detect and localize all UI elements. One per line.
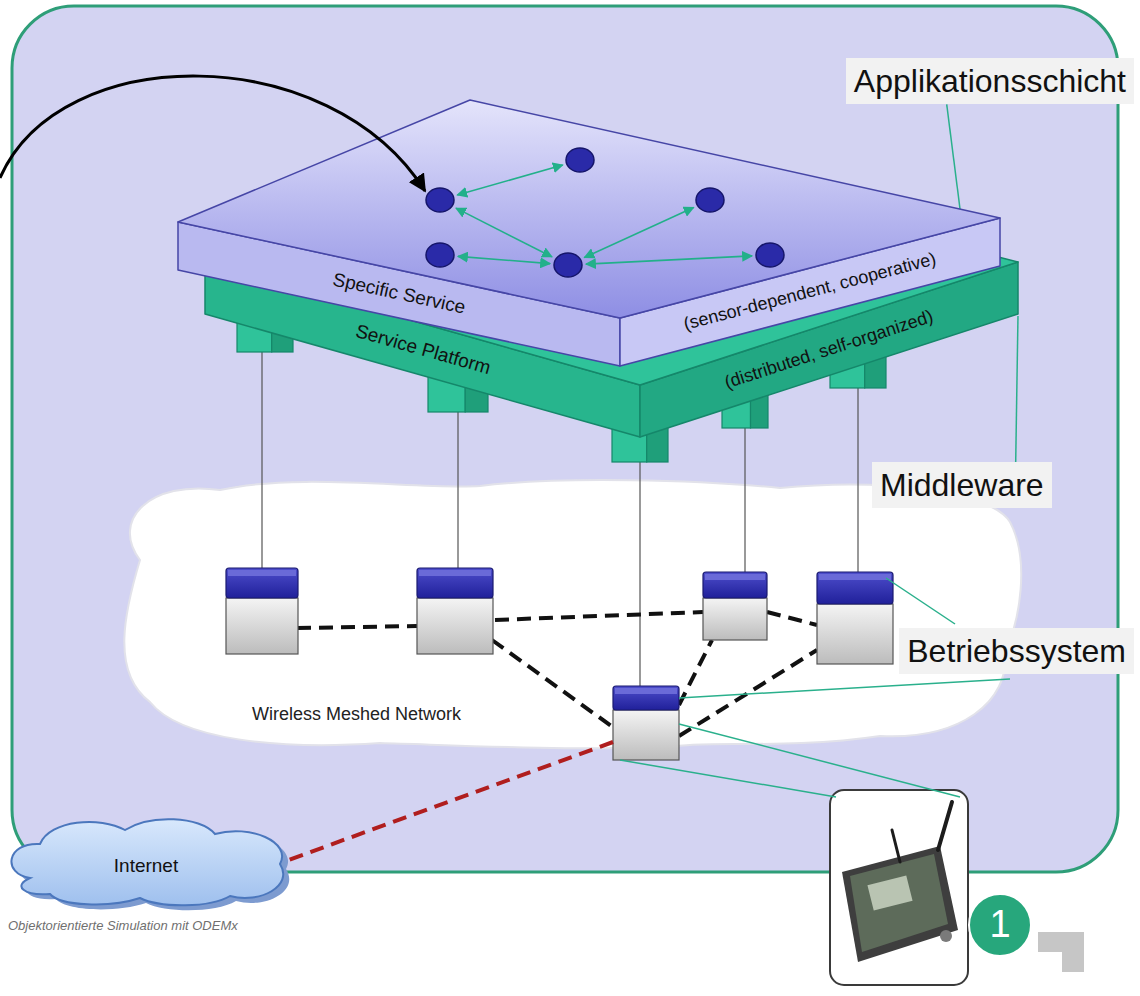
- layer-label: Middleware: [872, 462, 1052, 508]
- mesh-nodes: [226, 568, 893, 760]
- service-dot: [756, 243, 784, 267]
- node-body: [613, 710, 679, 760]
- os-cap: [613, 686, 679, 710]
- service-link: [456, 208, 552, 257]
- system-frame: [12, 6, 1118, 872]
- node-body: [817, 604, 893, 664]
- node-body: [226, 598, 298, 654]
- photo-frame: [830, 790, 968, 985]
- device-connector: [940, 930, 952, 942]
- wireless-link: [679, 640, 712, 705]
- node-body: [703, 598, 767, 640]
- service-plate: [178, 100, 1000, 366]
- callout-circle: [969, 894, 1031, 956]
- os-cap: [705, 574, 765, 580]
- leader-line: [947, 104, 960, 209]
- service-dot: [696, 188, 724, 212]
- layer-name: Betriebssystem: [907, 633, 1126, 669]
- service-link: [586, 256, 752, 264]
- leader-line: [679, 679, 1010, 698]
- wireless-link: [495, 612, 703, 620]
- platform-link: [261, 352, 262, 568]
- platform-link: [744, 428, 745, 572]
- os-cap: [615, 688, 677, 694]
- leader-line: [679, 724, 960, 797]
- service-link: [457, 165, 562, 195]
- pointer-arrow: [0, 76, 425, 191]
- platform-link: [857, 388, 858, 572]
- device-antenna: [938, 802, 952, 850]
- service-dot: [554, 253, 582, 277]
- footer-note: Objektorientierte Simulation mit ODEMx: [8, 918, 238, 933]
- platform-link: [639, 462, 640, 686]
- device-board: [850, 854, 948, 952]
- callout-circle: 1: [968, 893, 1032, 957]
- layer-name: Middleware: [880, 467, 1044, 503]
- platform-link: [457, 412, 458, 568]
- wireless-link: [492, 640, 614, 728]
- layer-name: Applikationsschicht: [854, 63, 1126, 99]
- mesh-cloud: [124, 480, 1021, 748]
- service-dot: [426, 188, 454, 212]
- service-link: [584, 207, 693, 257]
- leader-line: [1016, 316, 1018, 462]
- os-cap: [417, 568, 493, 598]
- service-link: [458, 256, 550, 263]
- service-dot: [426, 243, 454, 267]
- layer-label: Betriebssystem: [899, 628, 1134, 674]
- slide-mark: [1038, 932, 1084, 972]
- internet-cloud: Internet: [4, 814, 294, 910]
- os-cap: [703, 572, 767, 598]
- wireless-link: [679, 650, 817, 736]
- os-cap: [817, 572, 893, 604]
- os-cap: [819, 574, 891, 580]
- device-antenna: [892, 830, 900, 862]
- layer-label: Applikationsschicht: [846, 58, 1134, 104]
- service-dot: [566, 148, 594, 172]
- node-body: [417, 598, 493, 654]
- os-cap: [226, 568, 298, 598]
- uplink-line: [272, 742, 613, 866]
- os-cap: [228, 570, 296, 576]
- device-chip: [867, 876, 912, 911]
- internet-cloud: [11, 819, 283, 905]
- leader-line: [886, 578, 955, 624]
- leader-line: [620, 760, 836, 797]
- device-photo: [830, 790, 968, 985]
- network-name: Wireless Meshed Network: [252, 704, 461, 726]
- wireless-link: [767, 612, 817, 625]
- network-cloud: Wireless Meshed Network: [100, 470, 1040, 770]
- callout-number: 1: [989, 902, 1010, 948]
- network-cloud-shape: [100, 470, 1040, 770]
- wireless-link: [297, 626, 417, 628]
- os-cap: [419, 570, 491, 576]
- cloud-label: Internet: [114, 855, 178, 878]
